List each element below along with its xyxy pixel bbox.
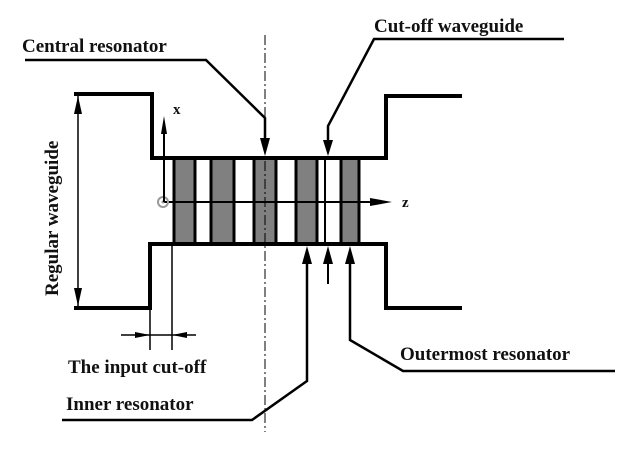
outermost-resonator-arrow-icon (345, 246, 355, 264)
cutoff-bottom-arrow-icon (323, 246, 333, 264)
waveguide-outline (74, 92, 462, 310)
inner-resonator-label: Inner resonator (66, 394, 194, 415)
inner-resonator-arrow-icon (302, 246, 312, 264)
input-cutoff-arrow-right-icon (135, 332, 150, 338)
inner-resonator-leader (62, 262, 309, 422)
x-axis-arrow-icon (161, 116, 167, 134)
dimension-arrow-up-icon (74, 96, 82, 114)
dimension-arrow-down-icon (74, 288, 82, 306)
waveguide-bottom-wall (74, 242, 462, 310)
z-axis-arrow-icon (370, 198, 392, 206)
input-cutoff-label: The input cut-off (68, 357, 207, 378)
central-resonator-leader (25, 58, 267, 140)
central-resonator-arrow-icon (260, 138, 270, 156)
central-resonator-label: Central resonator (22, 36, 167, 57)
cutoff-waveguide-leader (326, 37, 564, 142)
waveguide-top-wall (74, 92, 462, 160)
x-axis-label: x (173, 102, 181, 118)
regular-waveguide-label: Regular waveguide (42, 141, 63, 296)
z-axis-label: z (402, 195, 409, 211)
input-cutoff-arrow-left-icon (172, 332, 187, 338)
cutoff-waveguide-arrow-icon (323, 140, 333, 156)
outermost-resonator-label: Outermost resonator (400, 344, 571, 365)
cutoff-waveguide-label: Cut-off waveguide (374, 16, 523, 37)
outermost-resonator-leader (348, 262, 615, 373)
